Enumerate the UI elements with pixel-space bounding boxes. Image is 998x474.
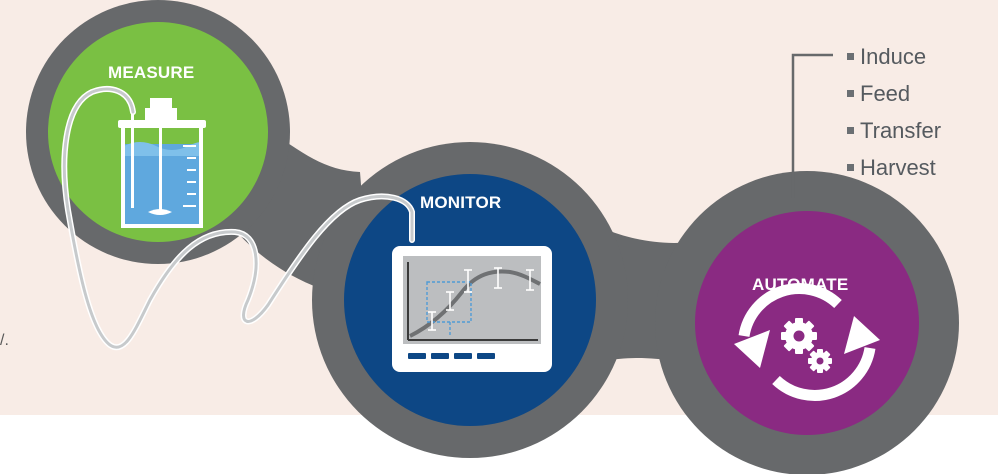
actions-arrow-head — [786, 198, 800, 212]
actions-connector-line — [791, 53, 833, 200]
monitor-device-icon — [392, 246, 552, 372]
bullet-icon — [847, 90, 854, 97]
list-item: Transfer — [847, 112, 941, 149]
automate-label: AUTOMATE — [752, 275, 849, 294]
bullet-icon — [847, 127, 854, 134]
monitor-label: MONITOR — [420, 193, 502, 212]
measure-label: MEASURE — [108, 63, 195, 82]
automation-cycle-icon — [734, 283, 880, 401]
bullet-icon — [847, 164, 854, 171]
automate-actions-list: Induce Feed Transfer Harvest — [847, 38, 941, 186]
bullet-icon — [847, 53, 854, 60]
list-item: Feed — [847, 75, 941, 112]
list-item: Induce — [847, 38, 941, 75]
bioreactor-icon — [118, 98, 206, 228]
list-item: Harvest — [847, 149, 941, 186]
edge-text-fragment: /. — [0, 332, 9, 349]
